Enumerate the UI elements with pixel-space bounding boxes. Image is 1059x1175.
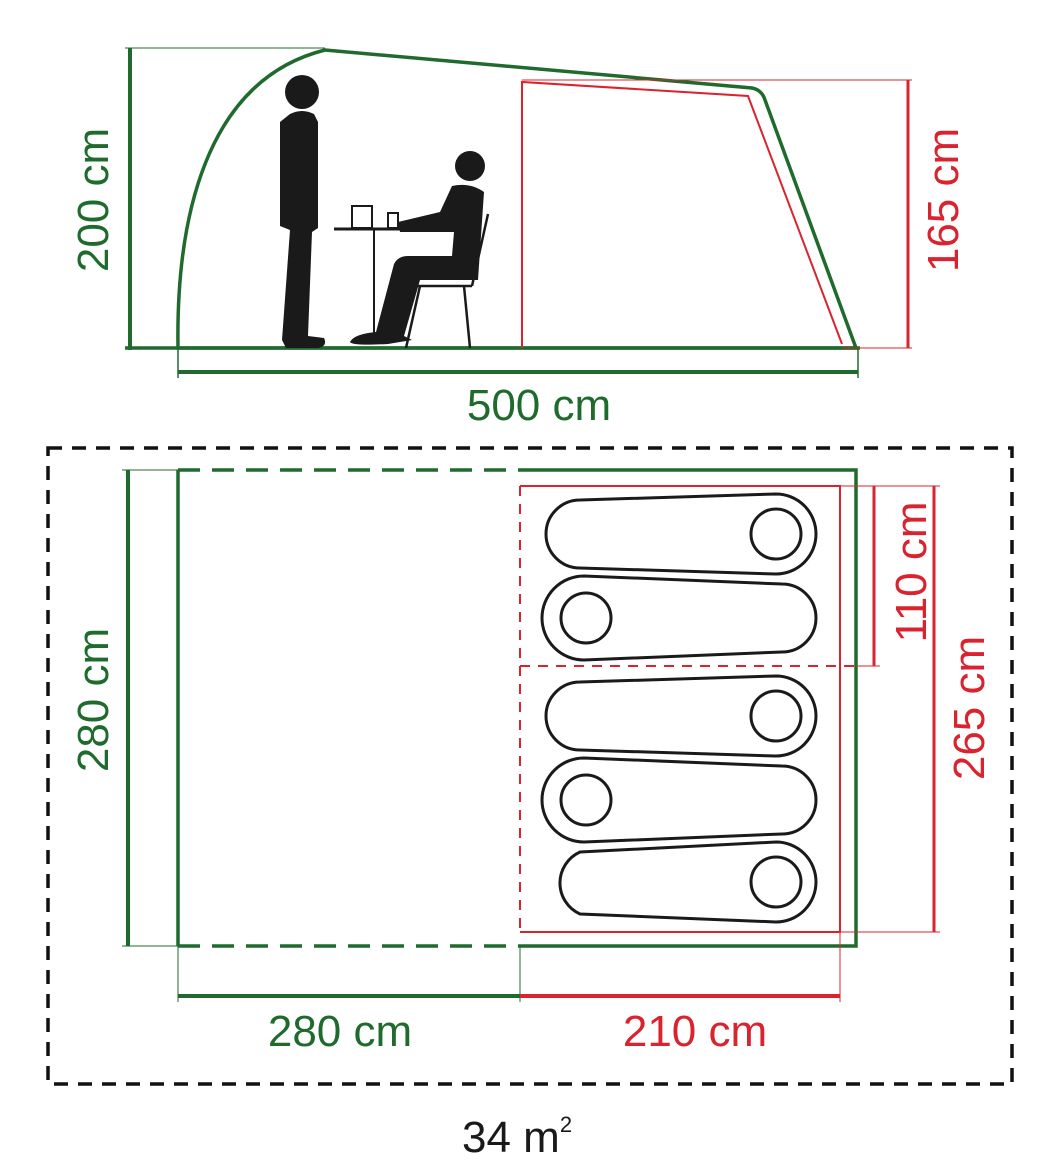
- sleeping-bag-icon: [544, 674, 818, 758]
- seated-person-icon: [350, 151, 485, 345]
- area-superscript: 2: [560, 1112, 572, 1137]
- bedroom-section-label: 110 cm: [887, 501, 936, 642]
- standing-person-icon: [280, 75, 326, 348]
- height-total-label: 200 cm: [69, 128, 118, 272]
- bedroom-length-label: 210 cm: [623, 1007, 767, 1056]
- length-label: 500 cm: [467, 381, 611, 430]
- bedroom-outer-wall: [520, 468, 858, 948]
- inner-cabin-outline: [521, 80, 843, 348]
- floor-plan: 280 cm 110 cm 265 cm 280 cm 210 cm: [46, 446, 1014, 1086]
- height-inner-label: 165 cm: [919, 128, 968, 272]
- width-label: 280 cm: [69, 628, 118, 772]
- area-value: 34 m: [462, 1113, 560, 1162]
- area-frame: [46, 446, 1014, 1086]
- sleeping-bag-icon: [540, 574, 818, 662]
- sleeping-bag-icon: [544, 492, 818, 576]
- bedroom-inner-wall: [520, 485, 841, 933]
- area-label: 34 m2: [462, 1112, 572, 1162]
- side-view: 200 cm 165 cm 500 cm: [69, 47, 968, 430]
- tent-outline: [176, 48, 859, 350]
- bedroom-width-label: 265 cm: [945, 636, 994, 780]
- area-caption: 34 m2: [462, 1112, 572, 1162]
- living-length-label: 280 cm: [268, 1007, 412, 1056]
- sleeping-bag-icon: [540, 756, 818, 844]
- sleeping-bag-icon: [558, 840, 818, 924]
